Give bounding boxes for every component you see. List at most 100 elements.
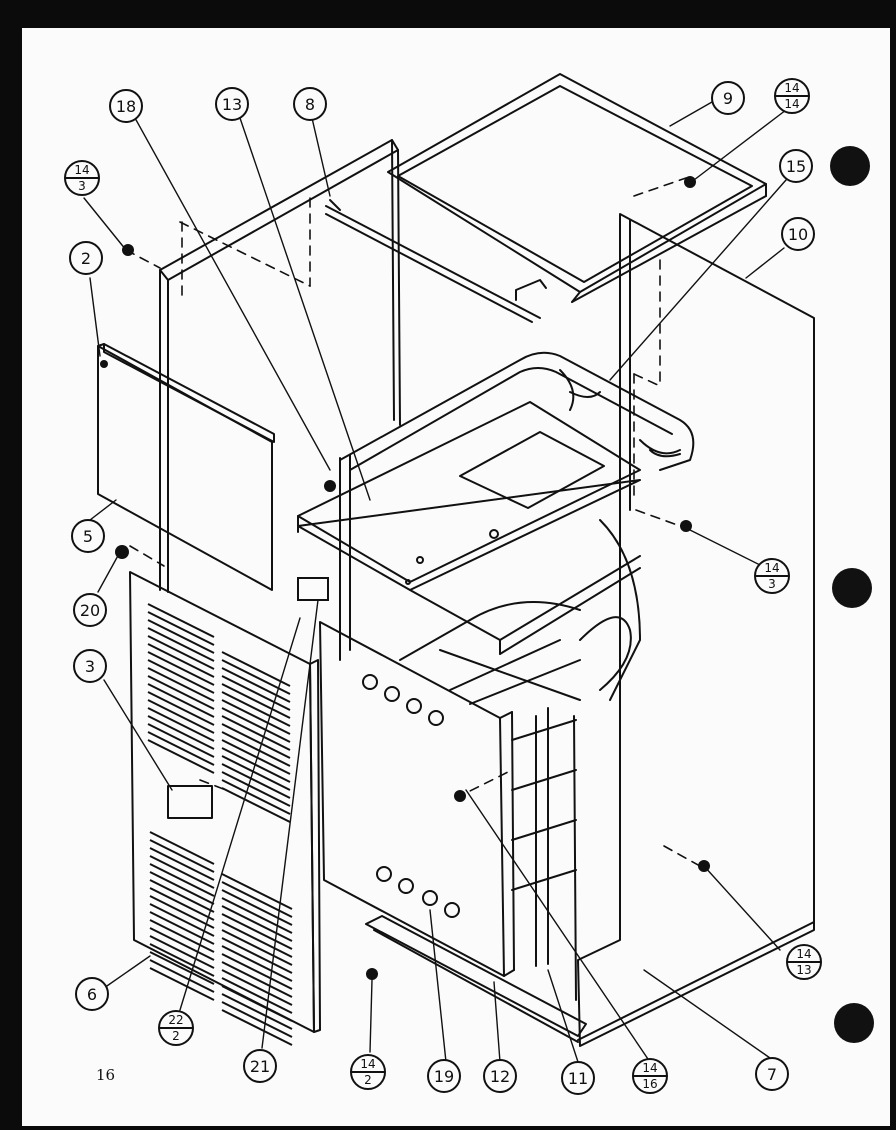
louver-slat: [221, 715, 291, 751]
louver-slat: [149, 879, 215, 913]
louver-slat: [147, 699, 215, 734]
callouts: 18 13 8 9 15 10 2 5 20 3 6 21 19 12 11 7: [69, 81, 815, 1095]
burner-opening: [384, 686, 400, 702]
louver-slat: [149, 919, 215, 953]
louver-slat: [147, 635, 215, 670]
louver-slat: [147, 627, 215, 662]
louver-slat: [147, 651, 215, 686]
louver-slat: [221, 961, 293, 998]
callout-3: 3: [73, 649, 107, 683]
callout-12: 12: [483, 1059, 517, 1093]
louver-slat: [221, 1001, 293, 1038]
louver-slat: [149, 863, 215, 897]
louver-slat: [221, 707, 291, 743]
screw-icon: [684, 176, 696, 188]
louver-slat: [221, 667, 291, 703]
louver-slat: [149, 935, 215, 969]
louver-slat: [149, 855, 215, 889]
callout-7: 7: [755, 1057, 789, 1091]
callout-20: 20: [73, 593, 107, 627]
svg-text:10: 10: [788, 225, 808, 244]
louver-slat: [149, 959, 215, 993]
svg-text:3: 3: [768, 577, 776, 591]
louver-slat: [221, 763, 291, 799]
burner-opening: [362, 674, 378, 690]
callout-21: 21: [243, 1049, 277, 1083]
louver-slat: [221, 691, 291, 727]
burner-opening: [422, 890, 438, 906]
svg-text:14: 14: [784, 81, 799, 95]
callout-13: 13: [215, 87, 249, 121]
louver-slat: [221, 723, 291, 759]
fraction-callouts: 14 14 14 3 14 3 14 13 14 16: [64, 78, 822, 1094]
louver-slat: [149, 967, 215, 1001]
louver-slat: [221, 985, 293, 1022]
screw-icon: [454, 790, 466, 802]
diagram-sheet: [22, 28, 890, 1126]
louver-slat: [149, 847, 215, 881]
louver-slat: [221, 747, 291, 783]
burner-opening: [398, 878, 414, 894]
screw-icon: [698, 860, 710, 872]
svg-text:14: 14: [642, 1061, 657, 1075]
burner-opening: [406, 698, 422, 714]
louver-slat: [147, 659, 215, 694]
svg-text:14: 14: [764, 561, 779, 575]
svg-text:22: 22: [168, 1013, 183, 1027]
screw-icon: [366, 968, 378, 980]
louver-slat: [149, 927, 215, 961]
louver-slat: [221, 937, 293, 974]
callout-5: 5: [71, 519, 105, 553]
louver-slat: [221, 755, 291, 791]
door-louvers: [147, 603, 293, 1046]
louver-slat: [149, 839, 215, 873]
bottom-channel: [365, 915, 587, 1043]
heat-exchanger-housing: [339, 351, 695, 701]
callout-9: 9: [711, 81, 745, 115]
right-side-panel: [577, 213, 815, 1047]
svg-text:3: 3: [78, 179, 86, 193]
left-side-panel: [159, 139, 401, 593]
louver-slat: [221, 969, 293, 1006]
louver-slat: [149, 943, 215, 977]
svg-text:8: 8: [305, 95, 315, 114]
page-number: 16: [96, 1066, 116, 1084]
callout-14-over-3-left: 14 3: [64, 160, 100, 196]
screw-icon: [122, 244, 134, 256]
svg-text:2: 2: [364, 1073, 372, 1087]
svg-text:18: 18: [116, 97, 136, 116]
louver-slat: [221, 1009, 293, 1046]
louver-slat: [147, 739, 215, 774]
switch-icon: [297, 577, 329, 601]
burner-opening: [444, 902, 460, 918]
louver-slat: [221, 977, 293, 1014]
louver-slat: [221, 683, 291, 719]
screw-icon: [680, 520, 692, 532]
louver-slat: [221, 913, 293, 950]
louver-slat: [221, 675, 291, 711]
louver-slat: [149, 871, 215, 905]
callout-6: 6: [75, 977, 109, 1011]
heat-exchanger-tubes: [511, 707, 577, 1001]
louver-slat: [221, 905, 293, 942]
callout-14-over-2: 14 2: [350, 1054, 386, 1090]
svg-text:14: 14: [796, 947, 811, 961]
louver-slat: [147, 667, 215, 702]
svg-text:14: 14: [784, 97, 799, 111]
louver-slat: [221, 739, 291, 775]
screw-icon: [100, 360, 108, 368]
svg-text:14: 14: [74, 163, 89, 177]
louver-slat: [147, 723, 215, 758]
binder-hole-bottom: [834, 1003, 874, 1043]
louver-slat: [221, 699, 291, 735]
svg-text:21: 21: [250, 1057, 270, 1076]
svg-text:2: 2: [172, 1029, 180, 1043]
callout-19: 19: [427, 1059, 461, 1093]
svg-text:13: 13: [796, 963, 811, 977]
svg-text:7: 7: [767, 1065, 777, 1084]
louver-slat: [221, 945, 293, 982]
hidden-lines: [125, 177, 701, 867]
binder-hole-middle: [832, 568, 872, 608]
callout-2: 2: [69, 241, 103, 275]
